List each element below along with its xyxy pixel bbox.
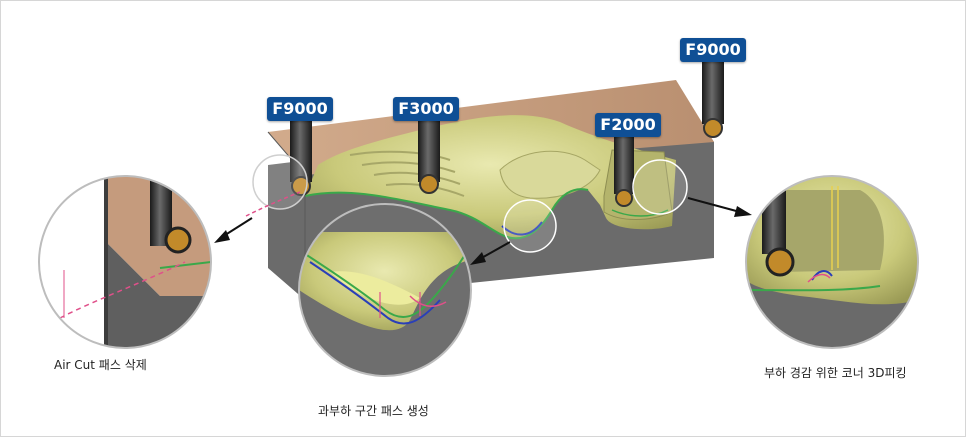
highlight-circle-center bbox=[503, 199, 557, 253]
arrow-right bbox=[687, 197, 752, 217]
tool-pocket bbox=[614, 134, 634, 207]
zoom-circle-center bbox=[298, 203, 472, 377]
tool-label-pocket: F2000 bbox=[595, 113, 661, 137]
toolpath-blue bbox=[501, 221, 543, 236]
zoom-circle-left bbox=[38, 175, 212, 349]
tool-label-right: F9000 bbox=[680, 38, 746, 62]
aircut-dashes bbox=[245, 191, 301, 217]
arrow-left bbox=[214, 217, 253, 243]
caption-center: 과부하 구간 패스 생성 bbox=[318, 404, 429, 418]
toolpath-green bbox=[304, 188, 589, 240]
highlight-circle-left bbox=[252, 154, 308, 210]
tool-mid bbox=[418, 120, 440, 194]
raised-island bbox=[499, 150, 601, 199]
caption-right: 부하 경감 위한 코너 3D피킹 bbox=[764, 366, 907, 380]
arrow-center bbox=[470, 241, 511, 265]
aircut-path-zoomed bbox=[59, 261, 186, 319]
step-contours bbox=[349, 150, 465, 197]
tool-label-left: F9000 bbox=[267, 97, 333, 121]
highlight-circle-right bbox=[632, 159, 688, 215]
tool-label-mid: F3000 bbox=[393, 97, 459, 121]
caption-left: Air Cut 패스 삭제 bbox=[54, 358, 147, 372]
pocket-toolpath bbox=[611, 209, 669, 217]
machined-cavity bbox=[305, 115, 676, 239]
tool-right bbox=[702, 62, 724, 138]
zoom-circle-right bbox=[745, 175, 919, 349]
